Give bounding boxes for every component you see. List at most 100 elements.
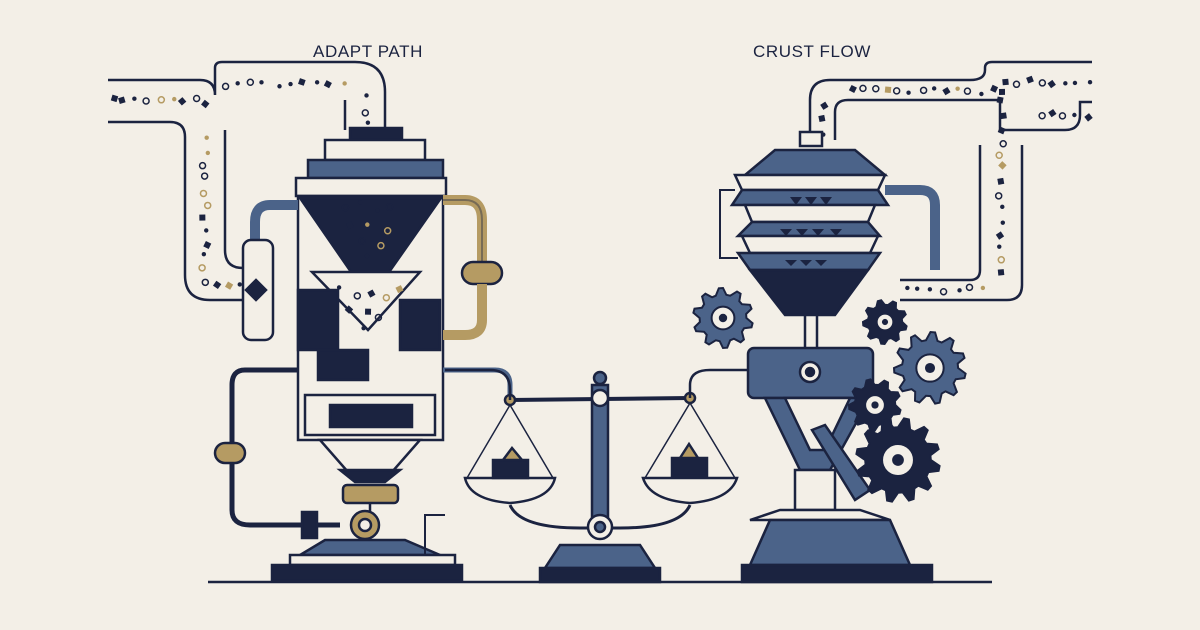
particle [994, 192, 1003, 200]
particle [965, 283, 974, 292]
particle [997, 177, 1005, 185]
particle [353, 292, 362, 300]
particle [198, 264, 206, 272]
particle [365, 120, 371, 125]
particle [199, 189, 208, 198]
particle [872, 85, 880, 93]
particle [385, 203, 394, 211]
particle [1072, 80, 1078, 86]
crust-flow-label: CRUST FLOW [752, 42, 872, 61]
particle [204, 135, 209, 140]
particle [1084, 113, 1093, 122]
particle [235, 81, 240, 86]
particle [382, 293, 391, 302]
particle [927, 287, 933, 292]
particle [205, 150, 211, 156]
particle [203, 240, 212, 250]
particle [177, 97, 187, 106]
balance-scale-icon [445, 368, 760, 584]
particle [979, 91, 984, 97]
particle [358, 237, 367, 245]
particle [288, 81, 293, 87]
gear-icon [892, 330, 967, 405]
particle [364, 253, 370, 259]
particle [201, 99, 210, 109]
particle [818, 114, 826, 123]
particle [997, 269, 1005, 276]
gear-icon [861, 299, 908, 346]
particle [110, 94, 119, 103]
particle [942, 87, 951, 96]
particle [1000, 220, 1006, 225]
gear-icon [855, 417, 941, 503]
particle [142, 97, 150, 105]
particle [905, 285, 910, 291]
particle [336, 285, 342, 290]
particle [342, 81, 347, 86]
particle [132, 96, 137, 101]
right-particle-pipe [808, 60, 1092, 302]
particle [963, 87, 972, 95]
particle [931, 86, 937, 91]
particle [344, 305, 354, 314]
particles-icon [110, 78, 371, 290]
particle [1072, 112, 1077, 118]
particle [200, 172, 209, 180]
particle [224, 281, 234, 290]
particle [192, 94, 201, 103]
particle [198, 161, 207, 170]
gear-icon [692, 286, 754, 350]
particle [383, 226, 392, 235]
particle [364, 308, 372, 315]
particle [323, 80, 332, 89]
particle [365, 222, 370, 227]
particle [277, 84, 282, 89]
particle [995, 231, 1005, 240]
particle [996, 96, 1004, 104]
particle [1000, 112, 1007, 120]
gears [692, 286, 967, 503]
adapt-path-machine [213, 126, 513, 583]
particle [998, 161, 1007, 170]
particle [203, 201, 212, 210]
particle [1038, 112, 1046, 120]
particle [1047, 79, 1056, 89]
particle [259, 80, 264, 85]
particle [237, 282, 242, 287]
particle [820, 101, 829, 110]
particle [367, 289, 376, 298]
particle [914, 286, 920, 291]
particle [212, 280, 222, 290]
particle [1063, 81, 1068, 86]
particle [990, 84, 999, 93]
particle [221, 82, 230, 91]
particle [364, 93, 369, 98]
adapt-path-label: ADAPT PATH [313, 42, 423, 61]
particle [157, 96, 166, 104]
crust-flow-machine [719, 130, 940, 584]
particle [246, 78, 255, 87]
particle [199, 214, 206, 221]
particle [884, 86, 892, 94]
particle [201, 278, 210, 287]
particle [298, 78, 306, 86]
particle [172, 96, 177, 102]
particle [980, 285, 986, 291]
particle [892, 87, 901, 95]
particle [1026, 75, 1034, 84]
particle [1012, 80, 1021, 89]
particle [995, 151, 1003, 159]
particle [939, 287, 948, 296]
particle [906, 90, 911, 95]
particles-icon [336, 200, 404, 331]
particle [118, 96, 126, 104]
particle [341, 203, 350, 212]
particle [957, 288, 962, 293]
particle [361, 325, 366, 331]
particle [1048, 108, 1057, 118]
particle [361, 109, 370, 117]
particle [998, 88, 1006, 95]
particle [848, 84, 857, 94]
